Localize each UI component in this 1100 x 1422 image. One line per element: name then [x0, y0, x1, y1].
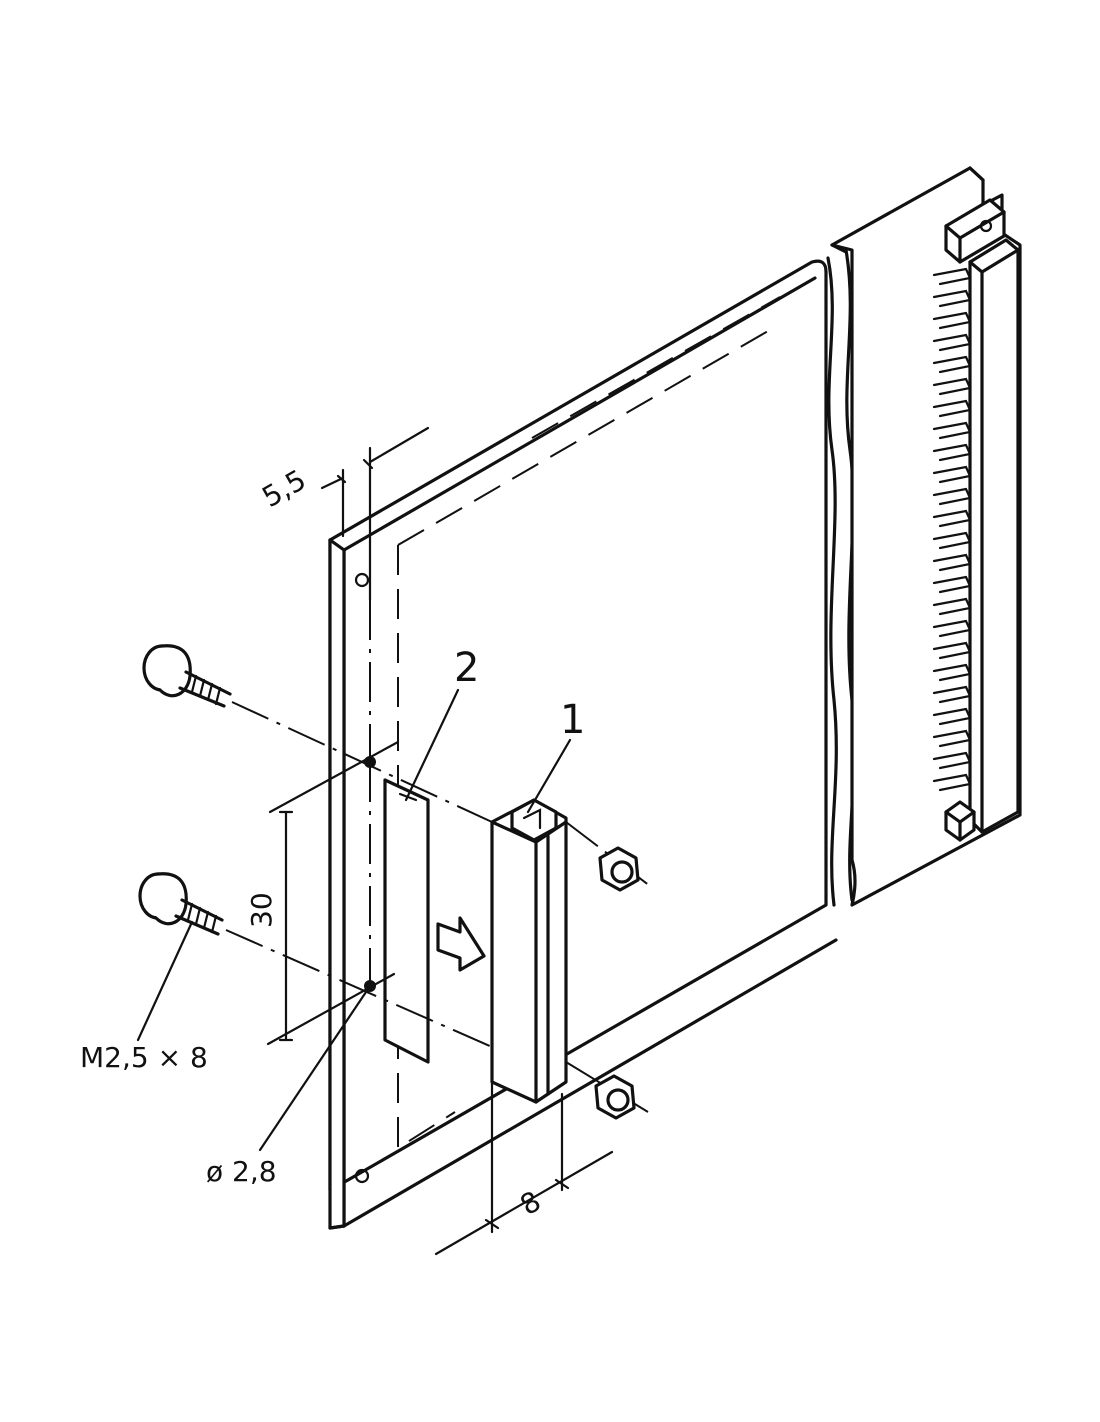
connector-pin [932, 531, 972, 550]
mounting-hole-bottom [354, 1168, 370, 1184]
connector-pin [932, 619, 972, 638]
connector-pin [932, 289, 972, 308]
connector-pin [932, 465, 972, 484]
label-part-1: 1 [560, 697, 586, 743]
connector-pin [932, 575, 972, 594]
connector-pin [932, 399, 972, 418]
label-part-2: 2 [454, 645, 480, 691]
connector-pin [932, 377, 972, 396]
nut-upper [598, 846, 640, 892]
connector-pin [932, 663, 972, 682]
mounting-hole-top [354, 572, 370, 588]
nut-lower [594, 1074, 636, 1120]
connector-pin [932, 443, 972, 462]
label-hole-diameter: ø 2,8 [206, 1155, 277, 1188]
break-line [826, 248, 856, 907]
front-panel [328, 538, 838, 1230]
connector-pin [932, 509, 972, 528]
connector-pin [932, 751, 972, 770]
screw-lower [138, 872, 224, 936]
dimension-8 [434, 1080, 614, 1256]
insertion-arrow-icon [436, 916, 486, 972]
dimension-30 [266, 740, 400, 1046]
connector-pin [932, 421, 972, 440]
connector-pin [932, 333, 972, 352]
circuit-board [328, 259, 828, 1228]
dimension-5-5 [320, 426, 430, 602]
connector-pin [932, 355, 972, 374]
leader-lines [136, 688, 572, 1152]
connector-pin [932, 267, 972, 286]
label-screw-size: M2,5 × 8 [80, 1041, 208, 1074]
label-dim-30: 30 [245, 892, 278, 928]
handle-part-1 [490, 798, 568, 1104]
connector-pin [932, 685, 972, 704]
connector-pin [932, 773, 972, 792]
connector-pin [932, 729, 972, 748]
connector-pin [932, 487, 972, 506]
connector-pin [932, 707, 972, 726]
connector-pins [932, 267, 972, 792]
connector-pin [932, 597, 972, 616]
connector-pin [932, 311, 972, 330]
insulating-strip-part-2 [383, 778, 430, 1064]
rear-connector [830, 166, 1022, 907]
connector-pin [932, 641, 972, 660]
screw-upper [142, 644, 232, 708]
connector-pin [932, 553, 972, 572]
